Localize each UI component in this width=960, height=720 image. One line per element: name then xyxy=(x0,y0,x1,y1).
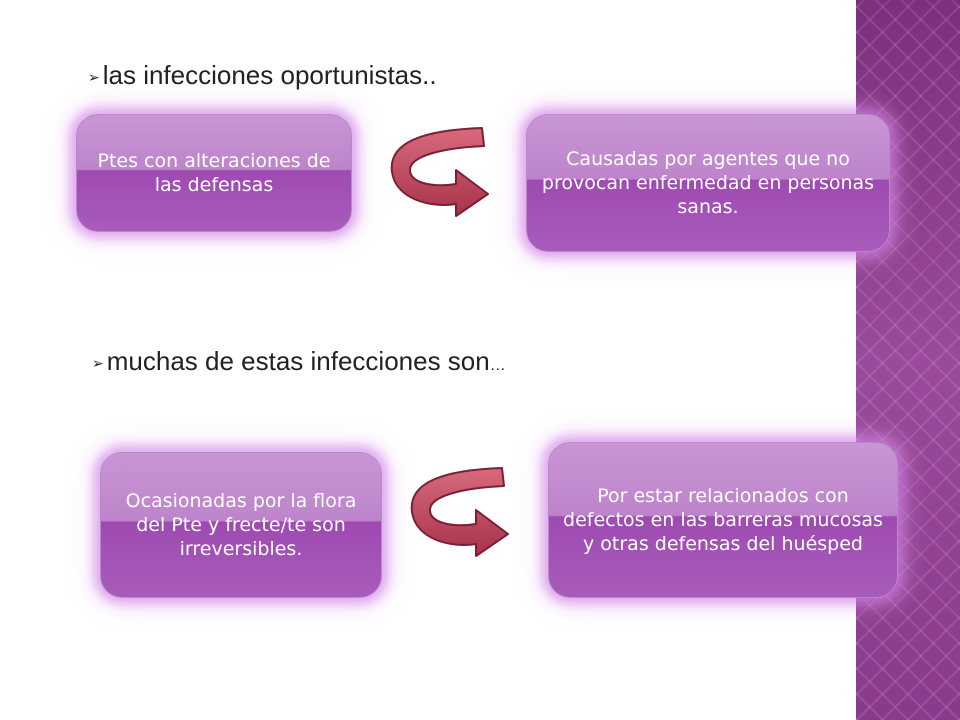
box-text: Causadas por agentes que no provocan enf… xyxy=(541,147,875,219)
box-ocasionadas-flora: Ocasionadas por la flora del Pte y frect… xyxy=(100,452,382,598)
box-text: Ocasionadas por la flora del Pte y frect… xyxy=(125,489,357,561)
decorative-side-band xyxy=(856,0,960,720)
curved-arrow-icon xyxy=(390,127,489,217)
bullet-text: muchas de estas infecciones son xyxy=(106,346,490,376)
curved-arrow-icon xyxy=(410,467,509,557)
bullet-text: las infecciones oportunistas.. xyxy=(102,60,437,90)
box-causadas-agentes: Causadas por agentes que no provocan enf… xyxy=(526,114,890,252)
arrow-bullet-icon: ➢ xyxy=(92,355,104,371)
arrow-bullet-icon: ➢ xyxy=(88,69,100,85)
box-text: Ptes con alteraciones de las defensas xyxy=(97,149,331,196)
box-ptes-alteraciones: Ptes con alteraciones de las defensas xyxy=(76,114,352,232)
bullet-heading-oportunistas: ➢las infecciones oportunistas.. xyxy=(88,60,437,91)
box-barreras-mucosas: Por estar relacionados con defectos en l… xyxy=(548,442,898,598)
box-text: Por estar relacionados con defectos en l… xyxy=(563,484,883,556)
bullet-ellipsis: … xyxy=(489,357,507,374)
bullet-heading-muchas-infecciones: ➢muchas de estas infecciones son… xyxy=(92,346,507,377)
